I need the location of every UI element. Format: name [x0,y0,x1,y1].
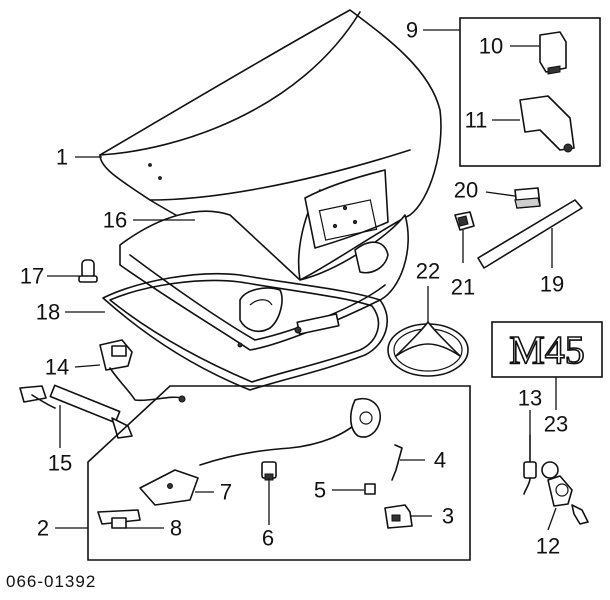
latch-subassembly-box [87,385,471,561]
clip-part-17 [78,259,98,283]
callout-7: 7 [220,480,232,505]
callout-23: 23 [544,412,568,437]
badge-text: M45 [509,328,585,373]
callout-labels: 1 2 3 4 5 6 7 8 9 10 11 12 13 14 15 16 1… [20,18,568,559]
callout-17: 17 [20,264,44,289]
callout-9: 9 [406,18,418,43]
callout-6: 6 [262,526,274,551]
callout-15: 15 [48,451,72,476]
callout-10: 10 [479,34,503,59]
callout-3: 3 [442,504,454,529]
callout-18: 18 [36,300,60,325]
finisher-strip-part-19 [477,199,583,269]
emblem-part-22 [387,321,469,377]
leader-lines [47,29,557,531]
callout-8: 8 [170,516,182,541]
callout-4: 4 [434,448,446,473]
lamp-part-20 [514,187,541,209]
motor-bracket-part-11 [519,95,575,153]
actuator-part-10 [539,31,567,75]
callout-11: 11 [465,108,488,133]
callout-20: 20 [454,178,478,203]
diagram-code: 066-01392 [6,572,96,591]
release-cable-part [199,398,381,466]
callout-19: 19 [540,272,564,297]
callout-12: 12 [536,534,560,559]
lock-wire-part-13 [523,434,537,495]
bracket-part-14 [99,339,186,403]
striker-part-8 [97,509,141,529]
bracket-part-3 [384,504,413,529]
callout-1: 1 [56,145,68,170]
callout-16: 16 [103,208,127,233]
trunk-inner-panel [119,210,409,351]
connector-part-6 [261,461,277,481]
m45-badge-part-23: M45 [491,321,603,378]
callout-2: 2 [37,516,49,541]
rod-part-4 [391,444,403,481]
callout-22: 22 [416,259,440,284]
lid-stay-part-15 [19,384,133,439]
weatherstrip-part [102,272,389,391]
callout-5: 5 [314,478,326,503]
clip-part-5 [364,483,376,495]
latch-plate-part-7 [139,469,199,506]
callout-14: 14 [45,355,69,380]
callout-13: 13 [518,386,542,411]
opener-box [459,17,601,167]
lock-cylinder-part-12 [541,461,589,525]
bulb-holder-part-21 [454,211,475,231]
callout-21: 21 [451,275,475,300]
